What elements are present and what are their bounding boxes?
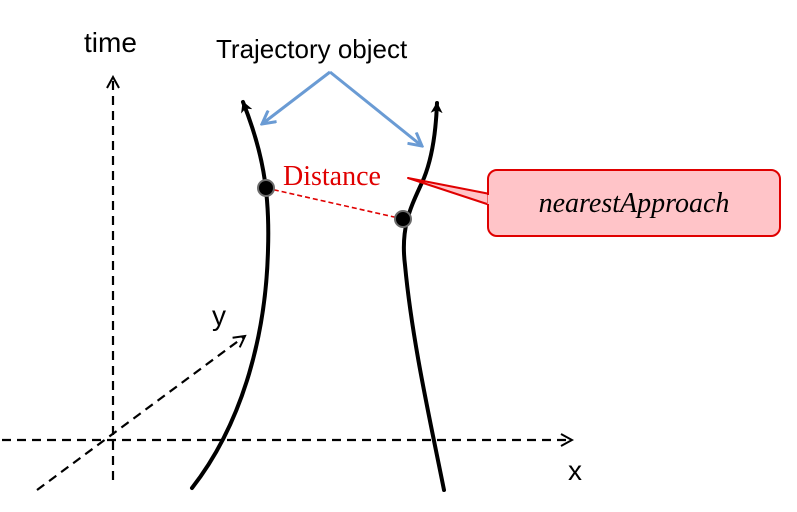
nearest-point-left [257,179,275,197]
callout-pointer [407,177,491,206]
callout-label: nearestApproach [539,188,730,219]
trajectory-curve-right [401,101,446,492]
trajectory-curve-left [190,100,271,490]
pointer-arrow-right [329,70,422,146]
time-axis-label: time [84,27,137,58]
nearest-point-right [394,210,412,228]
y-axis [36,336,245,491]
trajectory-object-label: Trajectory object [216,34,408,64]
distance-label: Distance [283,161,381,192]
x-axis-label: x [568,455,582,486]
y-axis-label: y [212,300,226,331]
pointer-arrow-left [262,70,331,124]
distance-line [265,187,404,220]
